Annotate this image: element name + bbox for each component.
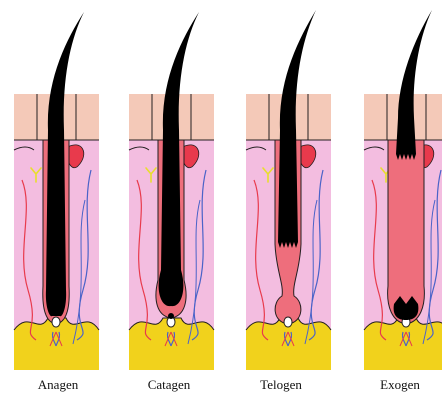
- subcutaneous-fat: [246, 330, 331, 370]
- panel-telogen: [246, 10, 331, 370]
- caption-telogen: Telogen: [226, 377, 336, 393]
- dermal-papilla: [52, 317, 60, 327]
- caption-exogen: Exogen: [345, 377, 442, 393]
- subcutaneous-fat: [14, 330, 99, 370]
- follicle-sheath: [388, 140, 425, 324]
- subcutaneous-fat: [129, 330, 214, 370]
- panel-exogen: [364, 10, 442, 370]
- regressing-bulb: [168, 313, 174, 319]
- dermal-papilla: [284, 317, 292, 327]
- panel-anagen: [14, 12, 99, 370]
- panel-catagen: [129, 12, 214, 370]
- caption-anagen: Anagen: [3, 377, 113, 393]
- caption-catagen: Catagen: [114, 377, 224, 393]
